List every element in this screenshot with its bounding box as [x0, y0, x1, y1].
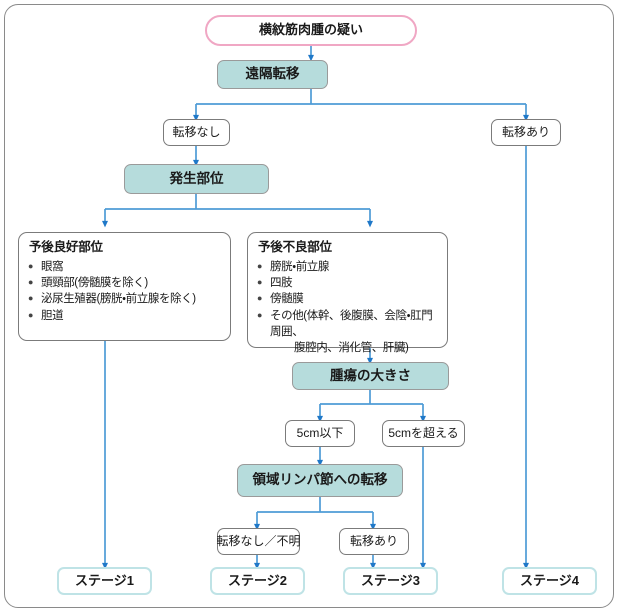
list-item-text: 傍髄膜	[270, 293, 304, 306]
node-ln-none-or-unknown[interactable]: 転移なし／不明	[216, 528, 301, 555]
list-item-text: 膀胱・前立腺	[270, 260, 330, 273]
list-item-text: 四肢	[270, 276, 293, 289]
node-label: 転移あり	[349, 534, 398, 548]
node-stage-4[interactable]: ステージ4	[502, 567, 597, 595]
node-size-5cm-or-less[interactable]: 5cm以下	[285, 420, 355, 447]
panel-favorable-sites[interactable]: 予後良好部位 ● 眼窩 ● 頭頸部(傍髄膜を除く) ● 泌尿生殖器(膀胱・前立腺…	[18, 232, 231, 341]
list-item: ● 泌尿生殖器(膀胱・前立腺を除く)	[28, 291, 221, 307]
bullet-icon: ●	[257, 293, 263, 304]
node-label: 領域リンパ節への転移	[252, 472, 388, 488]
node-primary-site[interactable]: 発生部位	[124, 164, 269, 194]
node-label: 5cm以下	[296, 426, 344, 440]
bullet-icon: ●	[28, 309, 34, 320]
node-label: ステージ2	[228, 572, 287, 588]
bullet-icon: ●	[257, 260, 263, 271]
node-stage-2[interactable]: ステージ2	[210, 567, 305, 595]
node-stage-3[interactable]: ステージ3	[343, 567, 438, 595]
node-label: 遠隔転移	[245, 66, 300, 82]
list-item-text: その他(体幹、後腹膜、会陰・肛門周囲、	[270, 309, 433, 338]
favorable-site-list: ● 眼窩 ● 頭頸部(傍髄膜を除く) ● 泌尿生殖器(膀胱・前立腺を除く) ● …	[28, 259, 221, 324]
node-label: ステージ1	[75, 572, 134, 588]
node-ln-positive[interactable]: 転移あり	[339, 528, 409, 555]
list-item: ● 四肢	[257, 275, 438, 291]
list-item-continuation: 腹腔内、消化管、肝臓)	[294, 342, 409, 355]
node-label: 転移なし	[172, 125, 221, 139]
list-item: ● 頭頸部(傍髄膜を除く)	[28, 275, 221, 291]
panel-title: 予後良好部位	[29, 240, 103, 254]
node-label: 転移あり	[501, 125, 550, 139]
list-item: ● 膀胱・前立腺	[257, 259, 438, 275]
list-item-text: 眼窩	[41, 260, 64, 273]
bullet-icon: ●	[28, 293, 34, 304]
bullet-icon: ●	[28, 276, 34, 287]
node-label: 発生部位	[169, 170, 224, 186]
node-stage-1[interactable]: ステージ1	[57, 567, 152, 595]
panel-title: 予後不良部位	[258, 240, 332, 254]
node-label: 横紋筋肉腫の疑い	[258, 22, 363, 38]
list-item: ● 眼窩	[28, 259, 221, 275]
node-suspected-rhabdomyosarcoma[interactable]: 横紋筋肉腫の疑い	[205, 15, 417, 46]
node-label: 腫瘍の大きさ	[330, 367, 411, 383]
node-no-metastasis[interactable]: 転移なし	[163, 119, 230, 146]
list-item-text: 胆道	[41, 309, 64, 322]
node-label: 転移なし／不明	[216, 534, 301, 548]
list-item: ● その他(体幹、後腹膜、会陰・肛門周囲、 腹腔内、消化管、肝臓)	[257, 308, 438, 357]
bullet-icon: ●	[257, 309, 263, 320]
node-label: ステージ3	[361, 572, 420, 588]
node-tumor-size[interactable]: 腫瘍の大きさ	[292, 362, 449, 390]
node-label: ステージ4	[520, 572, 579, 588]
node-label: 5cmを超える	[388, 426, 459, 440]
unfavorable-site-list: ● 膀胱・前立腺 ● 四肢 ● 傍髄膜 ● その他(体幹、後腹膜、会陰・肛門周囲…	[257, 259, 438, 357]
list-item: ● 胆道	[28, 308, 221, 324]
panel-unfavorable-sites[interactable]: 予後不良部位 ● 膀胱・前立腺 ● 四肢 ● 傍髄膜 ● その他(体幹、後腹膜、…	[247, 232, 448, 354]
node-has-metastasis[interactable]: 転移あり	[491, 119, 561, 146]
node-regional-lymph-node-metastasis[interactable]: 領域リンパ節への転移	[237, 464, 403, 497]
list-item: ● 傍髄膜	[257, 291, 438, 307]
node-size-over-5cm[interactable]: 5cmを超える	[382, 420, 465, 447]
list-item-text: 泌尿生殖器(膀胱・前立腺を除く)	[41, 293, 196, 306]
node-distant-metastasis[interactable]: 遠隔転移	[217, 60, 328, 89]
bullet-icon: ●	[257, 276, 263, 287]
list-item-text: 頭頸部(傍髄膜を除く)	[41, 276, 148, 289]
bullet-icon: ●	[28, 260, 34, 271]
